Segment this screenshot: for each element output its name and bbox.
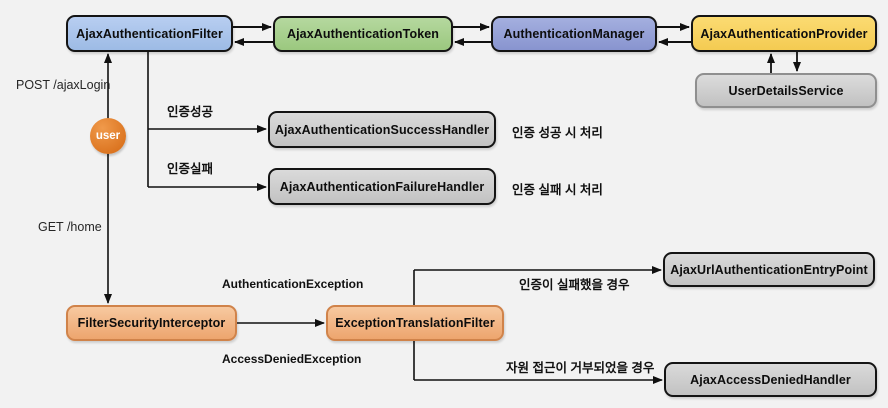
node-exception-translation-filter: ExceptionTranslationFilter bbox=[326, 305, 504, 341]
node-filter-security-interceptor: FilterSecurityInterceptor bbox=[66, 305, 237, 341]
user-actor: user bbox=[90, 118, 126, 154]
node-ajax-authentication-success-handler: AjaxAuthenticationSuccessHandler bbox=[268, 111, 496, 148]
node-user-details-service: UserDetailsService bbox=[695, 73, 877, 108]
node-ajax-access-denied-handler: AjaxAccessDeniedHandler bbox=[664, 362, 877, 397]
node-authentication-manager: AuthenticationManager bbox=[491, 16, 657, 52]
label-access-denied-exception: AccessDeniedException bbox=[222, 352, 362, 366]
node-ajax-authentication-filter: AjaxAuthenticationFilter bbox=[66, 15, 233, 52]
label-auth-failure: 인증실패 bbox=[167, 162, 214, 176]
label-denied-note: 자원 접근이 거부되었을 경우 bbox=[506, 361, 655, 375]
node-ajax-authentication-token: AjaxAuthenticationToken bbox=[273, 16, 453, 52]
label-auth-success: 인증성공 bbox=[167, 105, 214, 119]
label-authentication-exception: AuthenticationException bbox=[222, 277, 364, 291]
label-success-note: 인증 성공 시 처리 bbox=[512, 126, 603, 140]
node-ajax-url-authentication-entry-point: AjaxUrlAuthenticationEntryPoint bbox=[663, 252, 875, 287]
label-post-ajax-login: POST /ajaxLogin bbox=[16, 78, 111, 92]
label-get-home: GET /home bbox=[38, 220, 102, 234]
label-failure-note: 인증 실패 시 처리 bbox=[512, 183, 603, 197]
node-ajax-authentication-failure-handler: AjaxAuthenticationFailureHandler bbox=[268, 168, 496, 205]
node-ajax-authentication-provider: AjaxAuthenticationProvider bbox=[691, 15, 877, 52]
label-entry-point-note: 인증이 실패했을 경우 bbox=[519, 278, 630, 292]
